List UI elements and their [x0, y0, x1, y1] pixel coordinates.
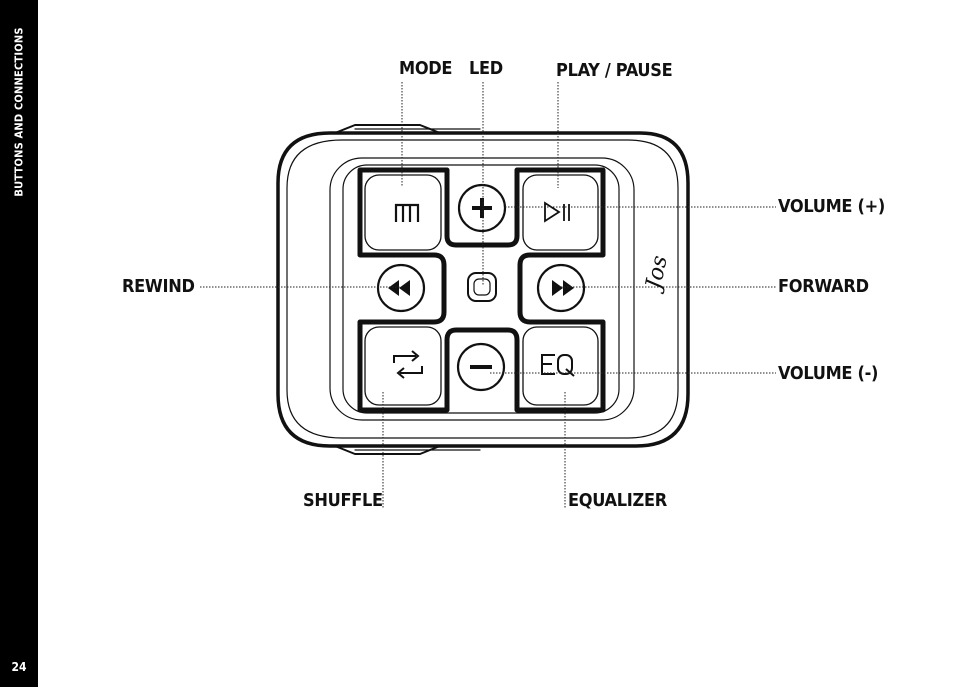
sidebar: BUTTONS AND CONNECTIONS 24	[0, 0, 38, 687]
equalizer-label: EQUALIZER	[568, 490, 667, 511]
led-label: LED	[469, 58, 503, 79]
forward-button[interactable]	[536, 263, 586, 313]
shuffle-button[interactable]	[393, 350, 423, 379]
play-pause-label: PLAY / PAUSE	[556, 60, 673, 81]
m-glyph-icon	[394, 203, 420, 222]
volume-down-button[interactable]	[456, 342, 506, 392]
equalizer-button[interactable]	[541, 354, 575, 377]
shuffle-label: SHUFFLE	[303, 490, 383, 511]
forward-label: FORWARD	[778, 276, 869, 297]
led-indicator-icon	[467, 272, 497, 302]
device-body	[276, 124, 690, 455]
rewind-label: REWIND	[122, 276, 195, 297]
mode-label: MODE	[399, 58, 453, 79]
rewind-button[interactable]	[376, 263, 426, 313]
eq-glyph-icon	[541, 354, 575, 377]
page-number: 24	[11, 660, 27, 674]
play-pause-icon	[544, 201, 570, 223]
device-logo: Jos	[641, 253, 673, 295]
volume-down-label: VOLUME (-)	[778, 363, 879, 384]
shuffle-icon	[393, 350, 423, 379]
button-pad	[357, 167, 606, 413]
mode-button[interactable]	[394, 203, 420, 222]
fast-forward-icon	[552, 280, 574, 296]
play-pause-button[interactable]	[544, 201, 570, 223]
rewind-icon	[388, 280, 410, 296]
plus-icon	[472, 198, 492, 218]
callout-lines	[200, 82, 776, 508]
volume-up-button[interactable]	[457, 183, 507, 233]
volume-up-label: VOLUME (+)	[778, 196, 885, 217]
